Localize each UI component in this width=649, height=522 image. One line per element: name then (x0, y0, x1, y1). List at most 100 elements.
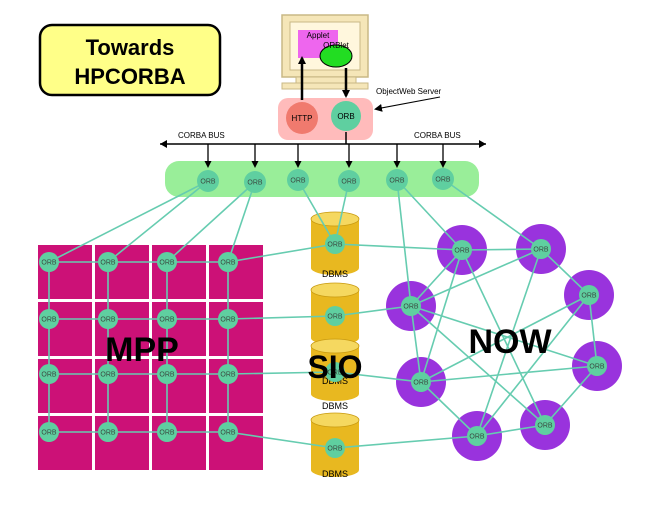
bus-connectors (204, 144, 447, 168)
orb-node-b5 (386, 169, 408, 191)
orb-node-n6 (587, 356, 607, 376)
orb-node-m22 (157, 364, 177, 384)
link-m13-s1 (227, 315, 336, 320)
orb-label-m21: ORB (100, 371, 116, 378)
bus-label-left: CORBA BUS (178, 131, 225, 140)
mpp-cell-1-3 (209, 302, 263, 356)
orb-label-m23: ORB (220, 371, 236, 378)
orb-label-s3: ORB (327, 445, 343, 452)
link-n5-n3 (410, 305, 422, 383)
orb-node-m12 (157, 309, 177, 329)
orb-label-m10: ORB (41, 316, 57, 323)
client-computer: Applet ORBlet (281, 14, 369, 90)
mpp-label: MPP (105, 331, 179, 369)
link-s3-n7 (334, 435, 478, 449)
orblet-label: ORBlet (323, 41, 350, 50)
link-n4-n6 (588, 294, 598, 367)
orb-node-b4 (338, 170, 360, 192)
orb-node-b2 (244, 171, 266, 193)
link-b3-s0 (297, 179, 336, 245)
link-n2-n7 (476, 248, 542, 437)
orb-label-m03: ORB (220, 259, 236, 266)
mpp-cell-3-3 (209, 416, 263, 470)
orb-node-m00 (39, 252, 59, 272)
mpp-cell-3-2 (152, 416, 206, 470)
orb-label-m01: ORB (100, 259, 116, 266)
orb-label-b6: ORB (435, 176, 451, 183)
link-n3-n6 (410, 305, 598, 367)
orb-label-b5: ORB (389, 177, 405, 184)
orb-label-m31: ORB (100, 429, 116, 436)
orb-label-m33: ORB (220, 429, 236, 436)
orb-label-s0: ORB (327, 241, 343, 248)
orb-node-n2 (531, 239, 551, 259)
link-b5-n3 (396, 179, 412, 307)
sio-label: SIO (307, 349, 362, 385)
title-line2: HPCORBA (74, 64, 185, 89)
orb-label-m20: ORB (41, 371, 57, 378)
orb-label-b1: ORB (200, 178, 216, 185)
orb-node-m32 (157, 422, 177, 442)
orb-label-b2: ORB (247, 179, 263, 186)
link-n7-n5 (420, 381, 478, 437)
server-orb-node (331, 101, 361, 131)
orb-node-s2 (325, 362, 345, 382)
orb-node-b1 (197, 170, 219, 192)
orb-label-s1: ORB (327, 313, 343, 320)
orb-node-m21 (98, 364, 118, 384)
link-m03-s0 (227, 243, 336, 263)
orb-node-n8 (535, 415, 555, 435)
orb-label-m00: ORB (41, 259, 57, 266)
orb-label-n7: ORB (469, 433, 485, 440)
mpp-cell-0-1 (95, 245, 149, 299)
orb-node-m20 (39, 364, 59, 384)
server-label: ObjectWeb Server (376, 87, 442, 96)
objectweb-server: HTTP ORB ObjectWeb Server (278, 56, 442, 140)
now-label: NOW (468, 323, 552, 361)
orb-node-n3 (401, 296, 421, 316)
applet-label: Applet (307, 31, 330, 40)
orb-label-m22: ORB (159, 371, 175, 378)
bus-label-right: CORBA BUS (414, 131, 461, 140)
mpp-cell-2-3 (209, 359, 263, 413)
link-s2-n5 (334, 371, 422, 383)
link-n1-n8 (461, 249, 546, 426)
orb-node-s0 (325, 234, 345, 254)
orb-nodes: ORB ORB ORB ORB ORB ORB ORB ORB ORB ORB ORB ORB ORB O… (39, 168, 607, 458)
link-b1-m00 (48, 180, 209, 263)
orb-label-m12: ORB (159, 316, 175, 323)
orb-label-n5: ORB (413, 379, 429, 386)
orb-node-m23 (218, 364, 238, 384)
link-n4-n5 (420, 294, 590, 383)
title-line1: Towards (86, 35, 175, 60)
orb-node-n1 (452, 240, 472, 260)
link-b2-m03 (227, 181, 256, 263)
orb-node-m03 (218, 252, 238, 272)
orb-node-n7 (467, 426, 487, 446)
link-s1-n3 (334, 305, 412, 317)
link-s0-n1 (334, 243, 463, 251)
orb-label-b3: ORB (290, 177, 306, 184)
orb-label-m32: ORB (159, 429, 175, 436)
link-m33-s3 (227, 431, 336, 449)
orb-label-n3: ORB (403, 303, 419, 310)
link-n6-n8 (544, 365, 598, 426)
dbms-label-0: DBMS (322, 269, 348, 279)
orb-node-n5 (411, 372, 431, 392)
orb-label-m13: ORB (220, 316, 236, 323)
orb-node-b6 (432, 168, 454, 190)
orb-node-m33 (218, 422, 238, 442)
server-orb-label: ORB (337, 112, 354, 121)
orb-node-m10 (39, 309, 59, 329)
orb-node-m02 (157, 252, 177, 272)
orb-label-n6: ORB (589, 363, 605, 370)
link-m23-s2 (227, 371, 336, 375)
orb-label-s2: ORB (327, 369, 343, 376)
orb-node-n4 (579, 285, 599, 305)
link-n2-n3 (410, 248, 542, 307)
link-b1-m01 (107, 180, 209, 263)
orb-label-m30: ORB (41, 429, 57, 436)
mpp-cell-0-2 (152, 245, 206, 299)
orb-label-m02: ORB (159, 259, 175, 266)
